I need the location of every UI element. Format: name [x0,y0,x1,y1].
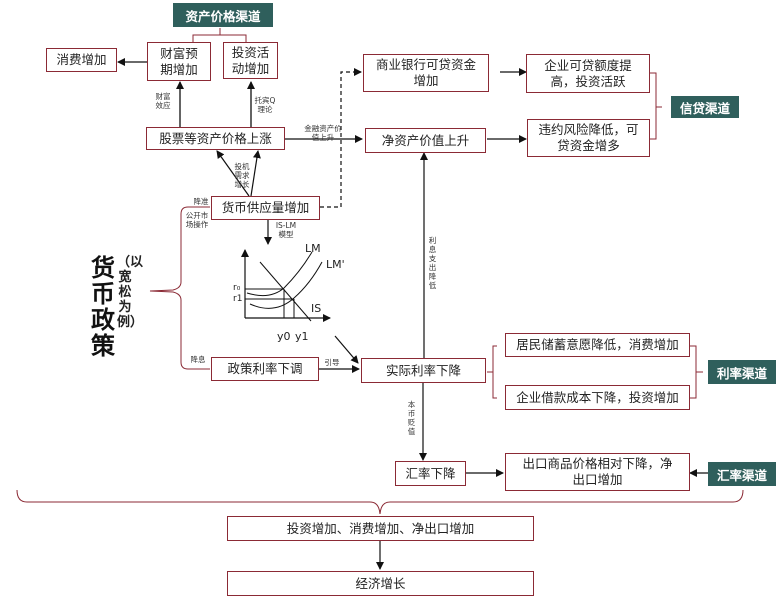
lm-curve [246,251,313,297]
box-export-price-down: 出口商品价格相对下降，净出口增加 [505,453,690,491]
label-interest-expense-down: 利息支出降低 [428,236,437,290]
box-money-supply-up: 货币供应量增加 [211,196,320,220]
box-investment-activity: 投资活动增加 [223,42,278,79]
label-rate-cut: 降息 [190,355,206,364]
box-economic-growth: 经济增长 [227,571,534,596]
box-exchange-rate-down: 汇率下降 [395,461,466,486]
monetary-policy-subtitle: （以宽松为例） [117,255,144,330]
islm-r0-label: r₀ [233,283,241,293]
label-is-lm-model: IS-LM模型 [275,221,297,239]
arrow-islm-to-real-rate [334,335,359,364]
label-wealth-effect: 财富效应 [155,92,171,110]
label-rrr-cut: 降准 [193,197,209,206]
box-stock-price-up: 股票等资产价格上涨 [146,127,285,150]
monetary-policy-title: 货币政策 [91,254,115,360]
box-firm-borrowing-cost-down: 企业借款成本下降，投资增加 [505,385,690,410]
box-policy-rate-cut: 政策利率下调 [211,357,319,381]
credit-channel-bracket [650,72,662,140]
interest-rate-channel-label: 利率渠道 [708,360,776,384]
box-consumption-up: 消费增加 [46,48,117,72]
label-tobin-q: 托宾Q理论 [254,96,276,114]
islm-r1-label: r1 [233,294,243,304]
label-open-market: 公开市场操作 [185,211,209,229]
label-speculative-demand: 投机需求增长 [234,162,250,189]
box-aggregate-demand-up: 投资增加、消费增加、净出口增加 [227,516,534,541]
policy-bracket [149,206,210,370]
rate-channel-bracket [690,345,703,399]
asset-price-channel-label: 资产价格渠道 [173,3,273,27]
is-curve [259,261,312,322]
dashed-arrow-money-to-bank [320,68,362,208]
label-financial-asset-value: 金融资产价值上升 [304,124,342,142]
label-guide: 引导 [324,358,340,367]
label-currency-depreciation: 本币贬值 [407,400,416,436]
arrow-money-to-stock-b [250,150,261,197]
box-default-risk-down: 违约风险降低，可贷资金增多 [527,119,650,157]
box-wealth-expectation: 财富预期增加 [147,42,211,81]
box-real-rate-down: 实际利率下降 [361,358,486,383]
islm-is-label: IS [311,302,322,315]
box-firm-credit-up: 企业可贷额度提高，投资活跃 [526,54,650,93]
box-net-asset-value-up: 净资产价值上升 [365,128,486,153]
islm-graph [241,249,331,322]
credit-channel-label: 信贷渠道 [671,96,739,118]
box-bank-loanable-funds: 商业银行可贷资金增加 [363,54,489,92]
asset-channel-bracket [192,28,247,42]
bottom-bracket [16,489,744,515]
islm-y1-label: y1 [295,330,309,343]
islm-lm-label: LM [305,242,321,255]
box-household-saving-down: 居民储蓄意愿降低，消费增加 [505,333,690,357]
islm-y0-label: y0 [277,330,291,343]
exchange-rate-channel-label: 汇率渠道 [708,462,776,486]
islm-lm-prime-label: LM' [326,258,345,271]
lm-prime-curve [249,261,323,309]
rate-options-bracket [487,345,497,399]
arrow-money-to-stock-a [216,150,250,197]
